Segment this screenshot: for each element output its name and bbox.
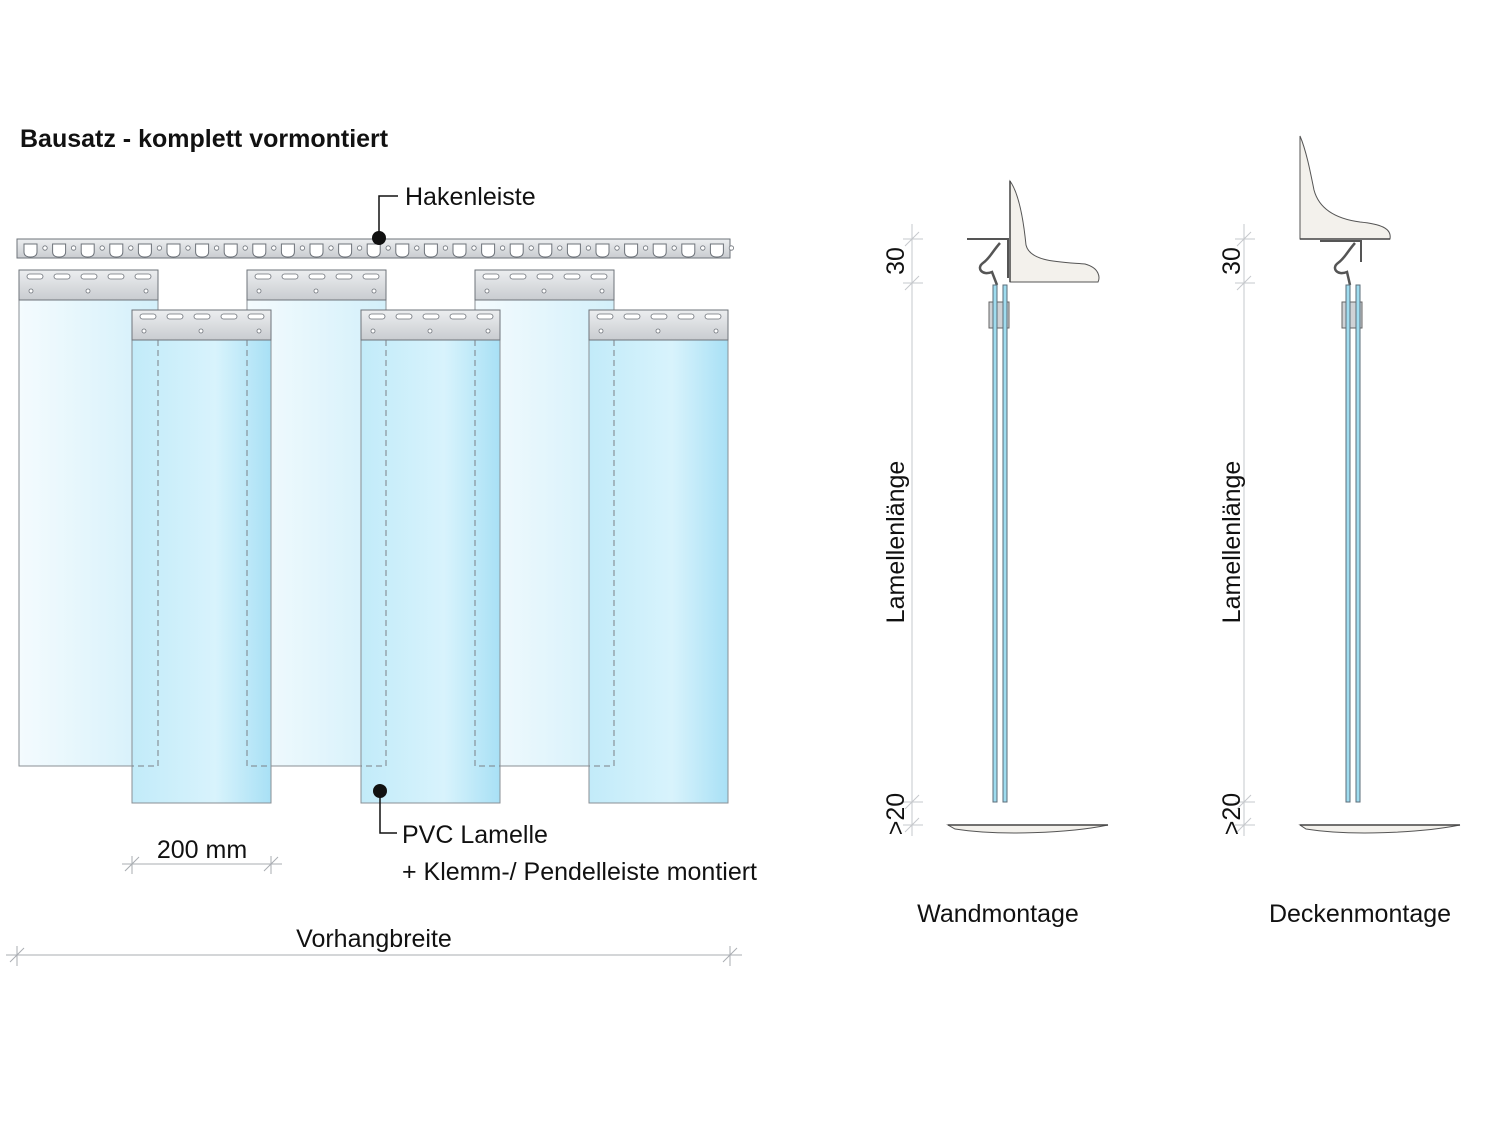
- rail-hole: [442, 245, 448, 251]
- clamp-plate: [474, 269, 615, 301]
- rail-hole: [585, 245, 592, 251]
- back-strips: [18, 299, 615, 767]
- rail-hook: [652, 243, 667, 258]
- side-view-ceiling-mount: 30 Lamellenlänge >20 Deckenmontage: [1218, 135, 1461, 928]
- rail-hook: [509, 243, 524, 258]
- rail-hook: [109, 243, 124, 258]
- hook-rail: [16, 238, 735, 259]
- ceiling-surface: [1299, 135, 1391, 240]
- strip-label-line1: PVC Lamelle: [402, 821, 548, 849]
- rail-hole: [557, 245, 563, 251]
- rail-hook: [395, 243, 410, 258]
- rail-hole: [128, 245, 134, 251]
- rail-hole: [414, 245, 420, 251]
- clamp-plate: [131, 309, 272, 341]
- ceiling-bottom-dimension: >20: [1218, 793, 1246, 835]
- rail-hook: [223, 243, 238, 258]
- rail-hole: [71, 245, 77, 251]
- rail-hole: [185, 245, 191, 251]
- floor-surface: [1298, 824, 1461, 834]
- strip-label-line2: + Klemm-/ Pendelleiste montiert: [402, 858, 757, 886]
- rail-hook: [309, 243, 324, 258]
- strip-width-label: 200 mm: [157, 836, 247, 864]
- rail-hole: [156, 245, 162, 251]
- front-strip: [588, 339, 729, 804]
- rail-hole: [99, 245, 105, 251]
- side-strip: [992, 284, 998, 803]
- rail-hook: [481, 243, 496, 258]
- front-clamp-plates: [131, 309, 729, 341]
- rail-hole: [271, 245, 277, 251]
- rail-hook: [366, 243, 381, 258]
- ceiling-top-dimension: 30: [1218, 247, 1246, 275]
- rail-hole: [614, 245, 620, 251]
- hook-rail-callout: Hakenleiste: [372, 183, 536, 245]
- wall-length-dimension: Lamellenlänge: [882, 461, 910, 624]
- diagram-title: Bausatz - komplett vormontiert: [20, 125, 389, 153]
- clamp-plate: [18, 269, 159, 301]
- hidden-edges: [132, 340, 615, 767]
- rail-hook: [595, 243, 610, 258]
- rail-hole: [671, 245, 677, 251]
- rail-hook: [52, 243, 67, 258]
- rail-hole: [299, 245, 305, 251]
- floor-surface: [946, 824, 1109, 834]
- rail-hole: [642, 245, 649, 251]
- strip-callout: PVC Lamelle + Klemm-/ Pendelleiste monti…: [373, 784, 757, 886]
- rail-hook: [423, 243, 438, 258]
- side-strip: [1355, 284, 1361, 803]
- front-view: Hakenleiste PVC Lamelle + Klemm-/ Pendel…: [6, 183, 757, 966]
- strip-width-dimension: [122, 856, 282, 874]
- wall-mount-caption: Wandmontage: [917, 900, 1079, 928]
- rail-hole: [214, 245, 220, 251]
- side-view-wall-mount: 30 Lamellenlänge >20 Wandmontage: [882, 179, 1109, 928]
- rail-hook: [195, 243, 210, 258]
- front-strip: [131, 339, 272, 804]
- front-strip: [360, 339, 501, 804]
- rail-hook: [709, 243, 724, 258]
- hook-rail-label: Hakenleiste: [405, 183, 536, 211]
- rail-hole: [499, 245, 506, 251]
- rail-hook: [566, 243, 581, 258]
- rail-hole: [356, 245, 363, 251]
- rail-hook: [137, 243, 152, 258]
- clamp-plate: [360, 309, 501, 341]
- rail-hole: [700, 245, 706, 251]
- rail-hook: [23, 243, 38, 258]
- rail-hook: [252, 243, 267, 258]
- front-strips: [131, 339, 729, 804]
- rail-hook: [280, 243, 295, 258]
- wall-surface: [1009, 179, 1100, 283]
- rail-hole: [242, 245, 248, 251]
- rail-hole: [728, 245, 735, 251]
- rail-hole: [42, 245, 48, 251]
- rail-hook: [166, 243, 181, 258]
- clamp-plate: [246, 269, 387, 301]
- wall-top-dimension: 30: [882, 247, 910, 275]
- rail-hook: [681, 243, 696, 258]
- rail-hook: [80, 243, 95, 258]
- clamp-plate: [588, 309, 729, 341]
- rail-hole: [471, 245, 477, 251]
- rail-hole: [385, 245, 391, 251]
- rail-hole: [328, 245, 334, 251]
- curtain-width-label: Vorhangbreite: [296, 925, 452, 953]
- side-strip: [1345, 284, 1351, 803]
- curtain-width-dimension: [6, 946, 742, 966]
- wall-bottom-dimension: >20: [882, 793, 910, 835]
- side-strip: [1002, 284, 1008, 803]
- ceiling-length-dimension: Lamellenlänge: [1218, 461, 1246, 624]
- rail-hook: [452, 243, 467, 258]
- rail-hook: [338, 243, 353, 258]
- rail-hook: [624, 243, 639, 258]
- rail-hook: [538, 243, 553, 258]
- ceiling-mount-caption: Deckenmontage: [1269, 900, 1451, 928]
- rail-hole: [528, 245, 534, 251]
- back-clamp-plates: [18, 269, 615, 301]
